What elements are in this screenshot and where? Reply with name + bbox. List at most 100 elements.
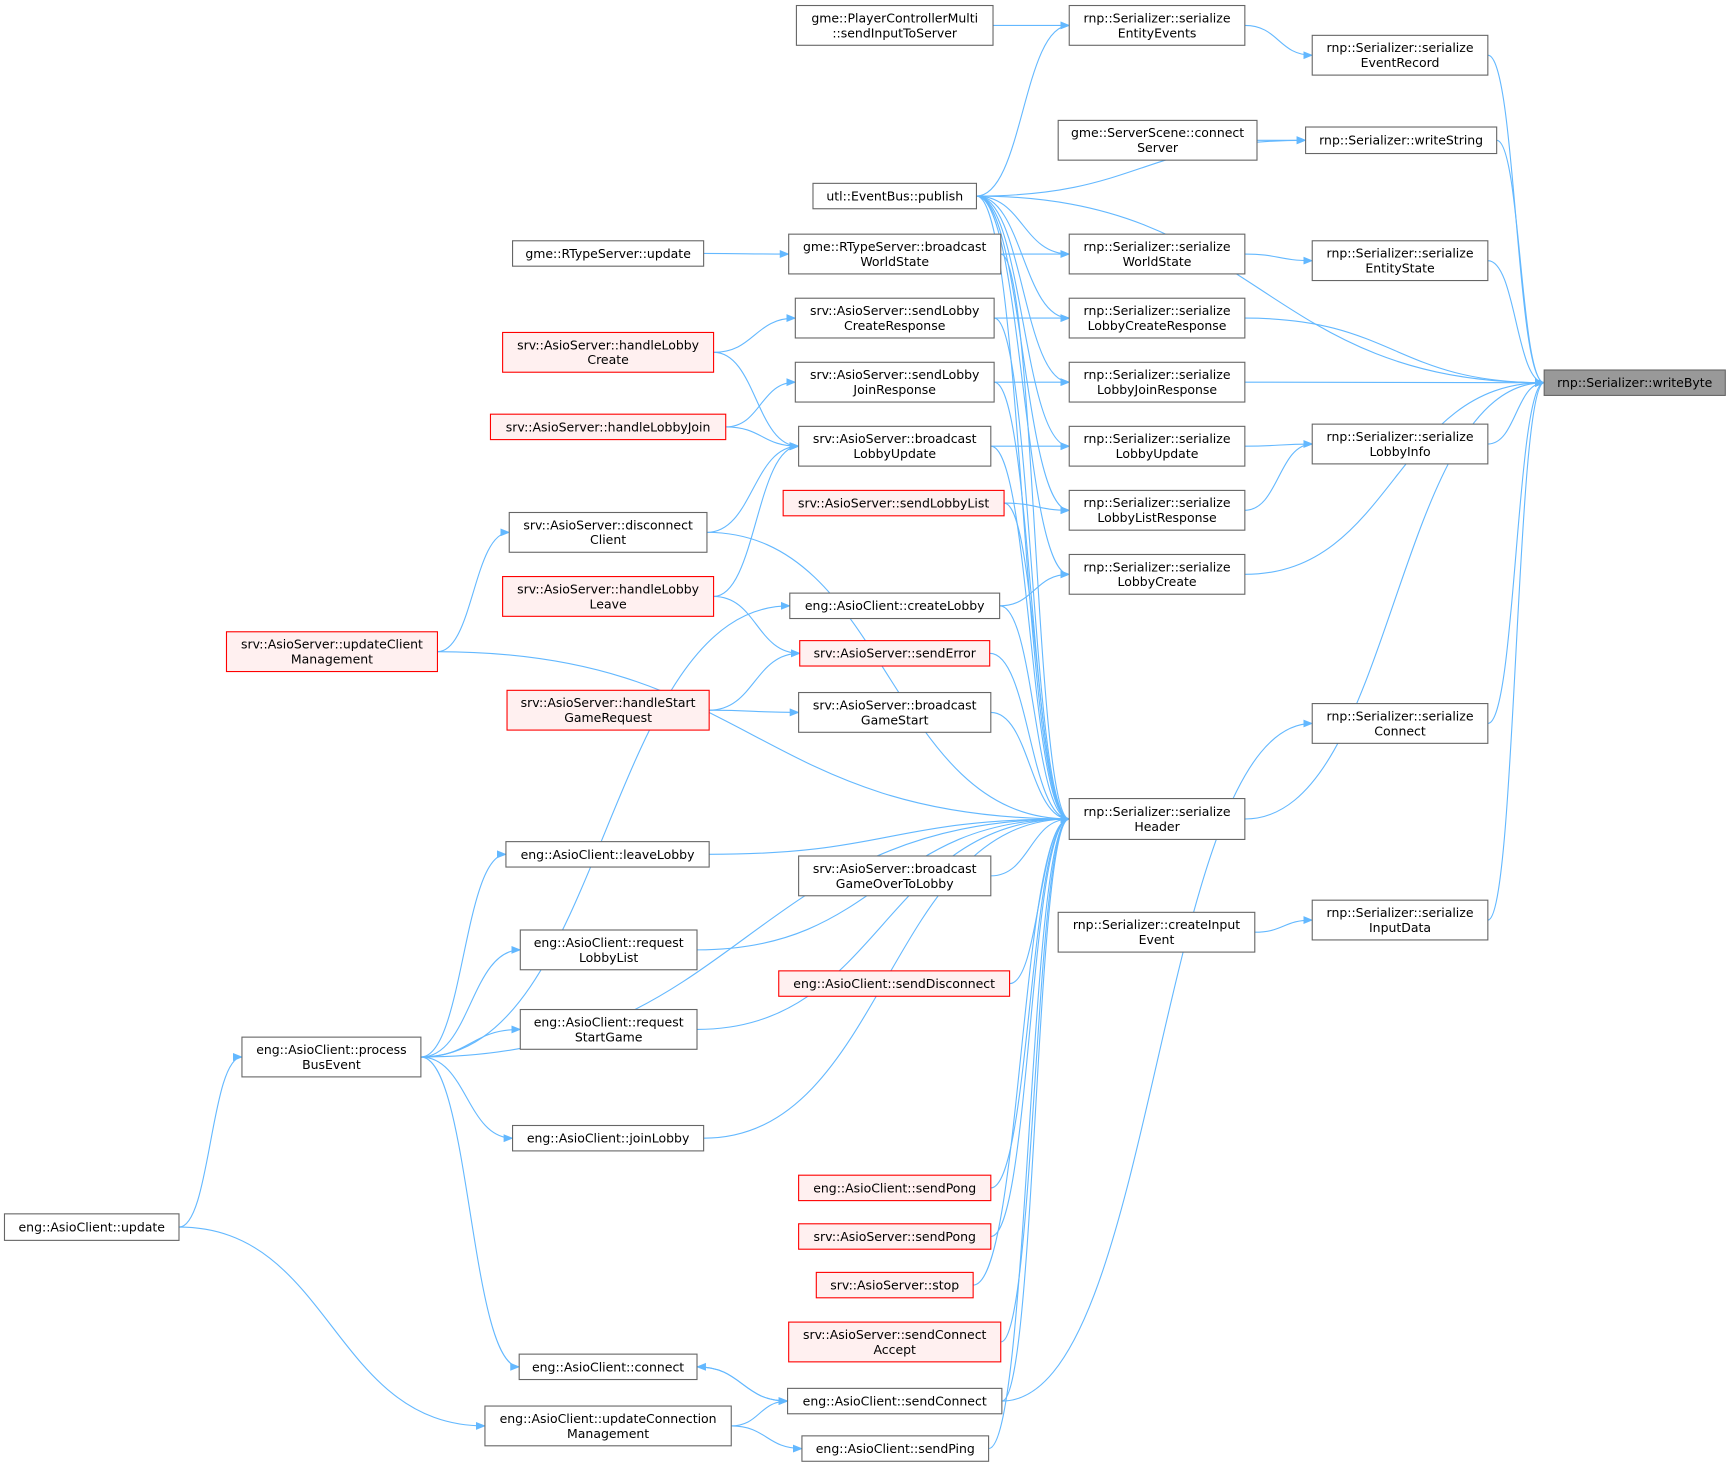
node-label: gme::RTypeServer::broadcast xyxy=(803,239,987,254)
node-label: eng::AsioClient::leaveLobby xyxy=(521,847,695,862)
node-label: srv::AsioServer::sendLobbyList xyxy=(798,496,989,511)
node-client-send-pong[interactable]: eng::AsioClient::sendPong xyxy=(798,1174,992,1202)
node-box xyxy=(798,1174,992,1202)
edge-entity-state-to-write-byte xyxy=(1487,260,1546,387)
node-label: Server xyxy=(1137,140,1179,155)
node-label: LobbyUpdate xyxy=(1116,446,1199,461)
edge-stop-to-header xyxy=(973,815,1071,1286)
node-label: WorldState xyxy=(860,254,929,269)
node-box xyxy=(518,1353,698,1381)
node-label: gme::RTypeServer::update xyxy=(525,246,691,261)
node-label: srv::AsioServer::broadcast xyxy=(813,431,977,446)
node-box xyxy=(519,929,698,971)
node-send-connect[interactable]: eng::AsioClient::sendConnect xyxy=(787,1387,1003,1415)
edge-publish-to-lobby-list-response xyxy=(976,195,1071,515)
edge-handle-lobby-leave-to-broadcast-lobby-update xyxy=(713,442,800,597)
node-label: srv::AsioServer::handleStart xyxy=(521,695,696,710)
edge-publish-to-lobby-join-response xyxy=(976,195,1071,387)
node-label: rnp::Serializer::serialize xyxy=(1084,10,1231,25)
node-rtype-update[interactable]: gme::RTypeServer::update xyxy=(512,240,705,267)
edge-handle-start-game-request-to-broadcast-game-start xyxy=(709,708,800,717)
node-write-byte[interactable]: rnp::Serializer::writeByte xyxy=(1543,369,1726,396)
node-label: Leave xyxy=(590,596,627,611)
node-lobby-create-response[interactable]: rnp::Serializer::serializeLobbyCreateRes… xyxy=(1068,297,1246,339)
node-box xyxy=(798,691,992,733)
edge-disconnect-client-to-broadcast-lobby-update xyxy=(706,442,800,533)
node-send-lobby-list[interactable]: srv::AsioServer::sendLobbyList xyxy=(782,489,1005,517)
edge-request-start-game-to-header xyxy=(697,815,1071,1030)
edge-send-lobby-list-to-header xyxy=(1003,502,1071,823)
node-send-ping[interactable]: eng::AsioClient::sendPing xyxy=(801,1435,990,1462)
edge-handle-start-game-request-to-send-error xyxy=(709,649,801,711)
node-box xyxy=(241,1036,422,1078)
edge-publish-to-entity-events xyxy=(976,21,1071,197)
node-label: srv::AsioServer::sendError xyxy=(814,646,977,661)
node-label: utl::EventBus::publish xyxy=(826,188,963,203)
node-handle-lobby-join[interactable]: srv::AsioServer::handleLobbyJoin xyxy=(489,413,727,441)
node-send-error[interactable]: srv::AsioServer::sendError xyxy=(799,640,991,667)
node-create-lobby[interactable]: eng::AsioClient::createLobby xyxy=(789,592,1001,620)
edge-handle-lobby-leave-to-send-error xyxy=(713,595,801,658)
node-client-update[interactable]: eng::AsioClient::update xyxy=(3,1213,180,1241)
node-server-send-pong[interactable]: srv::AsioServer::sendPong xyxy=(798,1223,992,1250)
node-label: eng::AsioClient::joinLobby xyxy=(527,1131,690,1146)
node-write-string[interactable]: rnp::Serializer::writeString xyxy=(1305,126,1498,155)
node-join-lobby[interactable]: eng::AsioClient::joinLobby xyxy=(512,1124,705,1152)
edge-process-bus-event-to-request-start-game xyxy=(420,1025,522,1058)
edge-send-connect-to-connect xyxy=(1001,719,1314,1402)
node-box xyxy=(3,1213,180,1241)
node-connect[interactable]: eng::AsioClient::connect xyxy=(518,1353,698,1381)
node-broadcast-game-over-to-lobby[interactable]: srv::AsioServer::broadcastGameOverToLobb… xyxy=(798,855,992,897)
node-box xyxy=(1068,553,1246,595)
node-update-connection-management[interactable]: eng::AsioClient::updateConnectionManagem… xyxy=(484,1405,732,1447)
node-send-disconnect[interactable]: eng::AsioClient::sendDisconnect xyxy=(778,970,1011,997)
node-label: Create xyxy=(587,352,628,367)
edge-entity-events-to-event-record xyxy=(1244,24,1314,60)
edge-send-error-to-header xyxy=(989,652,1071,823)
node-label: gme::PlayerControllerMulti xyxy=(811,10,978,25)
node-lobby-join-response[interactable]: rnp::Serializer::serializeLobbyJoinRespo… xyxy=(1068,361,1246,403)
node-label: BusEvent xyxy=(302,1057,361,1072)
node-box xyxy=(1057,119,1258,161)
edge-lobby-info-to-write-byte xyxy=(1487,378,1546,445)
node-label: rnp::Serializer::serialize xyxy=(1327,429,1474,444)
node-label: srv::AsioServer::sendConnect xyxy=(803,1327,987,1342)
node-leave-lobby[interactable]: eng::AsioClient::leaveLobby xyxy=(505,841,710,868)
node-send-input-to-server[interactable]: gme::PlayerControllerMulti::sendInputToS… xyxy=(795,4,994,46)
node-lobby-list-response[interactable]: rnp::Serializer::serializeLobbyListRespo… xyxy=(1068,489,1246,531)
node-label: srv::AsioServer::broadcast xyxy=(813,861,977,876)
node-stop[interactable]: srv::AsioServer::stop xyxy=(815,1271,974,1299)
node-publish[interactable]: utl::EventBus::publish xyxy=(812,182,978,210)
edge-input-data-to-write-byte xyxy=(1487,378,1546,921)
node-box xyxy=(1068,361,1246,403)
node-label: eng::AsioClient::sendPing xyxy=(816,1441,975,1456)
node-label: rnp::Serializer::serialize xyxy=(1084,804,1231,819)
edge-disconnect-client-to-header xyxy=(706,531,1071,823)
